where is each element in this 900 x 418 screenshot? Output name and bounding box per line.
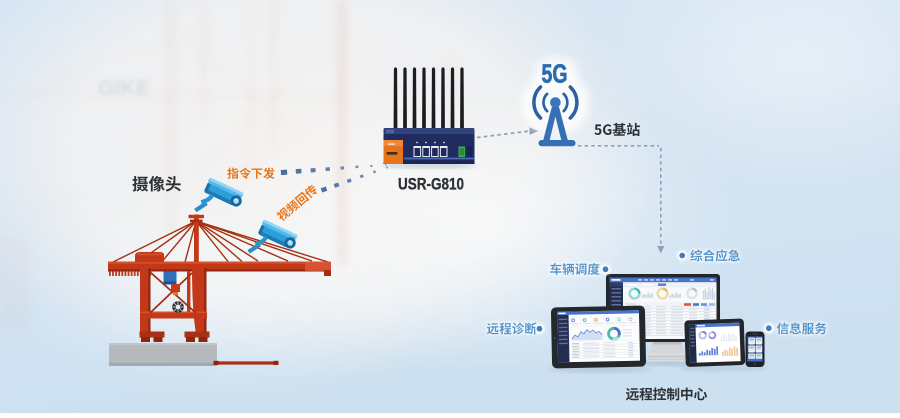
svg-text:5G: 5G [542, 61, 568, 89]
svg-text:USR-G810: USR-G810 [398, 175, 464, 194]
svg-text:GIKE: GIKE [98, 77, 150, 100]
